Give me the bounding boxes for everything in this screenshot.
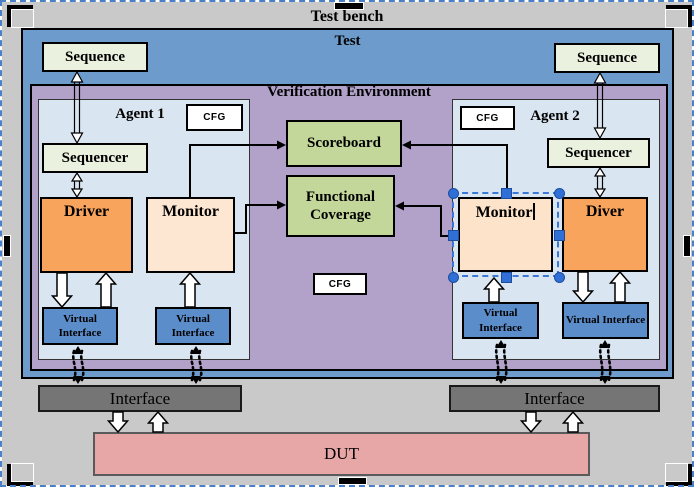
test-title: Test <box>334 33 361 49</box>
dut-box[interactable]: DUT <box>93 432 590 476</box>
agent2-sequence-box[interactable]: Sequence <box>554 43 660 73</box>
agent1-driver-box[interactable]: Driver <box>40 197 133 273</box>
agent2-virtual-interface-driver[interactable]: Virtual Interface <box>562 302 649 339</box>
interface-right-box[interactable]: Interface <box>449 385 660 412</box>
agent1-title: Agent 1 <box>115 106 165 122</box>
selection-handle-bottom-right[interactable] <box>554 272 565 283</box>
crop-handle-top-left[interactable] <box>7 5 33 27</box>
text-cursor <box>533 203 536 220</box>
selection-handle-top-left[interactable] <box>448 188 459 199</box>
agent1-cfg-box[interactable]: CFG <box>186 104 243 131</box>
agent2-monitor-box-selected[interactable]: Monitor <box>458 197 553 272</box>
agent2-sequencer-box[interactable]: Sequencer <box>547 138 650 168</box>
agent1-virtual-interface-driver[interactable]: Virtual Interface <box>42 307 118 345</box>
testbench-title: Test bench <box>310 8 384 25</box>
agent2-virtual-interface-monitor[interactable]: Virtual Interface <box>462 302 539 339</box>
agent1-sequence-box[interactable]: Sequence <box>42 42 148 72</box>
selection-handle-bottom-center[interactable] <box>501 272 512 283</box>
interface-left-box[interactable]: Interface <box>38 385 242 412</box>
agent2-cfg-box[interactable]: CFG <box>460 106 515 130</box>
agent1-virtual-interface-monitor[interactable]: Virtual Interface <box>155 307 231 345</box>
crop-handle-bottom-right[interactable] <box>666 464 692 486</box>
functional-coverage-box[interactable]: Functional Coverage <box>286 175 395 237</box>
scoreboard-box[interactable]: Scoreboard <box>286 120 402 167</box>
env-cfg-box[interactable]: CFG <box>313 273 367 295</box>
agent2-title: Agent 2 <box>530 108 580 124</box>
selection-handle-top-center[interactable] <box>501 188 512 199</box>
agent1-monitor-box[interactable]: Monitor <box>146 197 235 273</box>
crop-handle-middle-left[interactable] <box>4 236 10 256</box>
selection-handle-bottom-left[interactable] <box>448 272 459 283</box>
verification-environment-title: Verification Environment <box>267 84 431 100</box>
crop-handle-top-center[interactable] <box>335 3 363 9</box>
agent2-driver-box[interactable]: Diver <box>562 197 648 272</box>
selection-handle-top-right[interactable] <box>554 188 565 199</box>
agent1-sequencer-box[interactable]: Sequencer <box>42 143 148 173</box>
crop-handle-top-right[interactable] <box>666 5 692 27</box>
selection-handle-middle-right[interactable] <box>554 230 565 241</box>
crop-handle-bottom-center[interactable] <box>339 478 366 484</box>
crop-handle-middle-right[interactable] <box>684 236 690 256</box>
crop-handle-bottom-left[interactable] <box>7 464 33 486</box>
selection-handle-middle-left[interactable] <box>448 230 459 241</box>
